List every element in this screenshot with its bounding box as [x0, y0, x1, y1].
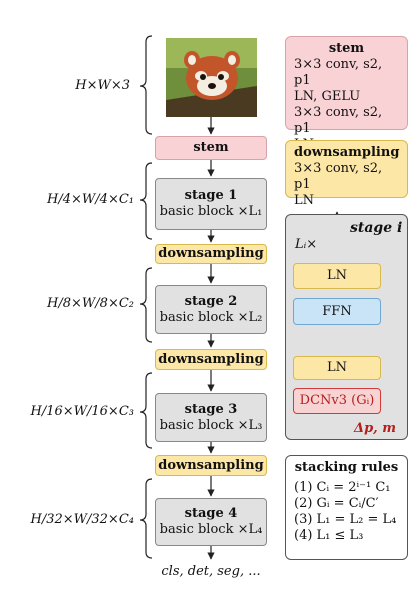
brace-image [139, 35, 153, 135]
dim-stage1: H/4×W/4×C₁ [47, 192, 134, 207]
stem-block: stem [155, 136, 267, 160]
stacking-rules-panel: stacking rules (1) Cᵢ = 2ⁱ⁻¹ C₁ (2) Gᵢ =… [285, 455, 408, 560]
downsampling-detail-title: downsampling [294, 145, 400, 160]
stage-4-sub: basic block ×L₄ [159, 522, 263, 537]
stage-4-title: stage 4 [184, 506, 238, 521]
stem-detail-line: 3×3 conv, s2, p1 [294, 105, 383, 136]
ln-top-block: LN [293, 263, 381, 289]
stage-3-title: stage 3 [184, 401, 238, 417]
stage-2-sub: basic block ×L₂ [159, 309, 263, 325]
brace-stage4 [139, 478, 153, 559]
stage-2-block: stage 2 basic block ×L₂ [155, 285, 267, 334]
stacking-rule: (1) Cᵢ = 2ⁱ⁻¹ C₁ [294, 480, 391, 495]
stem-detail-line: 3×3 conv, s2, p1 [294, 57, 383, 88]
stage-i-title: stage i [350, 220, 403, 236]
stage-1-block: stage 1 basic block ×L₁ [155, 178, 267, 230]
stacking-rules-title: stacking rules [294, 460, 399, 475]
dim-input: H×W×3 [75, 78, 130, 93]
downsampling-1: downsampling [155, 244, 267, 264]
stacking-rule: (4) L₁ ≤ L₃ [294, 528, 364, 543]
stage-3-sub: basic block ×L₃ [159, 417, 263, 433]
ln-bottom-block: LN [293, 356, 381, 380]
brace-stage2 [139, 267, 153, 343]
downsampling-3: downsampling [155, 455, 267, 476]
output-label: cls, det, seg, ... [161, 564, 261, 579]
stacking-rule: (3) L₁ = L₂ = L₄ [294, 512, 397, 527]
repeat-label: Lᵢ× [295, 237, 318, 252]
stacking-rule: (2) Gᵢ = Cᵢ/C′ [294, 496, 379, 511]
dcnv3-block: DCNv3 (Gᵢ) [293, 388, 381, 414]
downsampling-detail-panel: downsampling 3×3 conv, s2, p1 LN [285, 140, 408, 208]
downsampling-2: downsampling [155, 349, 267, 370]
stem-detail-panel: stem 3×3 conv, s2, p1 LN, GELU 3×3 conv,… [285, 36, 408, 152]
dim-stage4: H/32×W/32×C₄ [30, 512, 135, 527]
stage-2-title: stage 2 [184, 293, 238, 309]
stage-1-title: stage 1 [184, 188, 238, 203]
downsampling-detail-line: LN [294, 193, 315, 208]
stage-3-block: stage 3 basic block ×L₃ [155, 393, 267, 442]
offset-label: Δp, m [354, 421, 396, 436]
brace-stage3 [139, 372, 153, 449]
dim-stage2: H/8×W/8×C₂ [47, 296, 134, 311]
input-image [166, 38, 257, 117]
brace-stage1 [139, 162, 153, 240]
red-panda-icon [166, 38, 257, 117]
dim-stage3: H/16×W/16×C₃ [30, 404, 135, 419]
stem-detail-line: LN, GELU [294, 89, 361, 104]
stage-4-block: stage 4 basic block ×L₄ [155, 498, 267, 546]
downsampling-detail-line: 3×3 conv, s2, p1 [294, 161, 383, 192]
stem-detail-title: stem [328, 41, 365, 56]
stage-1-sub: basic block ×L₁ [159, 204, 263, 219]
ffn-block: FFN [293, 298, 381, 325]
